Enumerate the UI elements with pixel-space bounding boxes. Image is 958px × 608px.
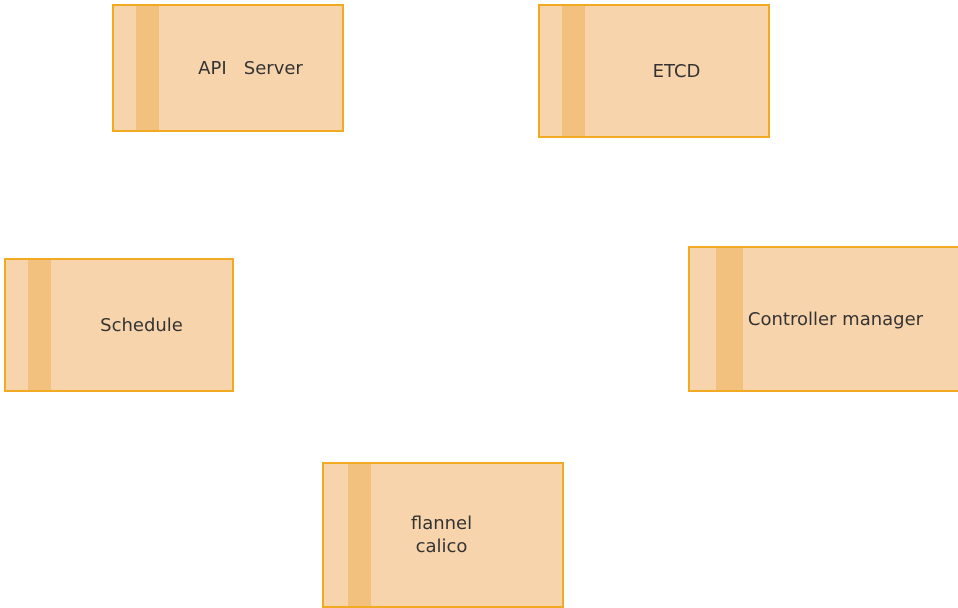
schedule-node-stripe: [28, 260, 51, 390]
controller-manager-node[interactable]: Controller manager: [688, 246, 958, 392]
etcd-node[interactable]: ETCD: [538, 4, 770, 138]
api-server-label-line: API Server: [198, 57, 303, 79]
network-plugin-label-line-2: calico: [415, 536, 468, 557]
controller-manager-label-line: Controller manager: [747, 308, 924, 330]
controller-manager-node-stripe: [716, 248, 743, 390]
controller-manager-label: Controller manager: [719, 248, 952, 390]
network-plugin-label: flannel calico: [371, 464, 512, 606]
etcd-node-stripe: [562, 6, 585, 136]
api-server-node-stripe: [136, 6, 159, 130]
schedule-label: Schedule: [51, 260, 232, 390]
network-plugin-node[interactable]: flannel calico: [322, 462, 564, 608]
api-server-node[interactable]: API Server: [112, 4, 344, 132]
network-plugin-node-stripe: [348, 464, 371, 606]
api-server-label: API Server: [159, 6, 342, 130]
schedule-node[interactable]: Schedule: [4, 258, 234, 392]
network-plugin-label-line-1: flannel: [410, 513, 473, 534]
etcd-label-line: ETCD: [652, 60, 701, 82]
schedule-label-line: Schedule: [100, 314, 183, 336]
etcd-label: ETCD: [585, 6, 768, 136]
